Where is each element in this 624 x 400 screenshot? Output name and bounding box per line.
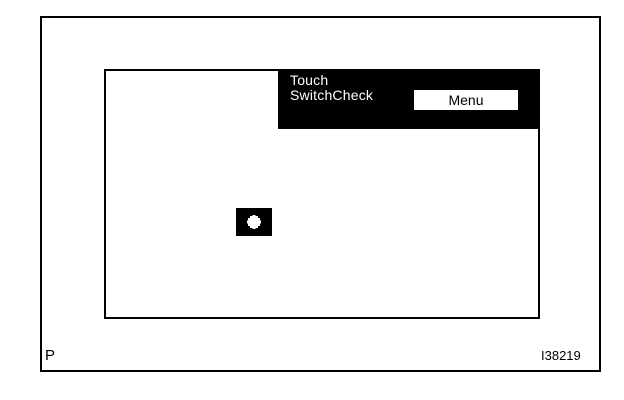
figure-corner-label-left: P — [45, 347, 56, 364]
figure-id-label: I38219 — [541, 348, 581, 363]
menu-button[interactable]: Menu — [414, 90, 518, 110]
plus-icon — [247, 215, 261, 229]
touch-target-button[interactable] — [236, 208, 272, 236]
screen-title-line2: SwitchCheck — [290, 87, 374, 103]
screen-title-line1: Touch — [290, 72, 329, 88]
screen-title: Touch SwitchCheck — [290, 73, 373, 103]
